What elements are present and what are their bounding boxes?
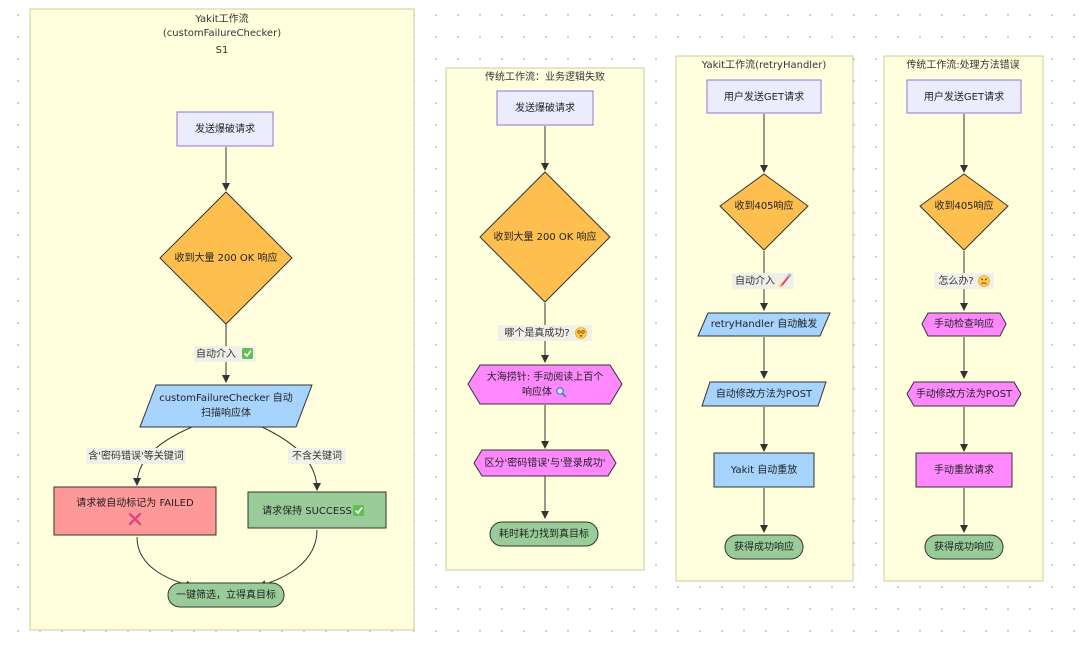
node-auto-modify-post: 自动修改方法为POST xyxy=(701,381,827,407)
svg-text:响应体: 响应体 xyxy=(522,385,552,398)
svg-text:Yakit 自动重放: Yakit 自动重放 xyxy=(730,463,798,476)
svg-text:耗时耗力找到真目标: 耗时耗力找到真目标 xyxy=(499,527,589,540)
svg-text:大海捞针: 手动阅读上百个: 大海捞针: 手动阅读上百个 xyxy=(487,370,604,383)
svg-text:customFailureChecker 自动: customFailureChecker 自动 xyxy=(159,391,293,404)
dizzy-face-icon xyxy=(575,327,587,339)
svg-text:哪个是真成功?: 哪个是真成功? xyxy=(504,326,569,339)
svg-text:获得成功响应: 获得成功响应 xyxy=(934,540,994,553)
svg-text:手动检查响应: 手动检查响应 xyxy=(934,317,994,330)
node-send-brute-request: 发送爆破请求 xyxy=(176,111,274,147)
cross-icon xyxy=(128,512,142,526)
cluster-traditional-method-error: 传统工作流:处理方法错误 用户发送GET请求 收到405响应 怎么办? xyxy=(883,55,1044,582)
svg-text:收到405响应: 收到405响应 xyxy=(934,199,993,212)
svg-text:手动修改方法为POST: 手动修改方法为POST xyxy=(916,387,1013,400)
edge-label-which-is-real: 哪个是真成功? xyxy=(498,325,592,341)
cluster-title: Yakit工作流(retryHandler) xyxy=(701,58,827,71)
node-receive-405: 收到405响应 xyxy=(719,173,809,251)
svg-text:发送爆破请求: 发送爆破请求 xyxy=(515,101,575,114)
node-auto-scan-response: customFailureChecker 自动 扫描响应体 xyxy=(139,384,313,428)
node-receive-405: 收到405响应 xyxy=(919,173,1009,251)
node-retry-handler-trigger: retryHandler 自动触发 xyxy=(697,312,831,337)
node-yakit-auto-replay: Yakit 自动重放 xyxy=(713,452,815,488)
svg-text:含'密码错误'等关键词: 含'密码错误'等关键词 xyxy=(88,449,184,462)
svg-text:一键筛选，立得真目标: 一键筛选，立得真目标 xyxy=(176,588,276,601)
node-one-click-filter: 一键筛选，立得真目标 xyxy=(167,582,285,608)
edge-label-auto-intervene: 自动介入 xyxy=(194,346,256,362)
svg-text:收到大量 200 OK 响应: 收到大量 200 OK 响应 xyxy=(174,251,277,264)
check-icon xyxy=(242,348,253,359)
node-distinguish-errors: 区分'密码错误'与'登录成功' xyxy=(473,449,617,477)
cluster-title: 传统工作流:处理方法错误 xyxy=(906,58,1019,71)
svg-text:怎么办?: 怎么办? xyxy=(938,274,973,287)
cluster-title-line1: Yakit工作流 xyxy=(194,12,248,25)
svg-text:retryHandler 自动触发: retryHandler 自动触发 xyxy=(711,317,818,330)
cluster-traditional-business-failure: 传统工作流：业务逻辑失败 发送爆破请求 收到大量 200 OK 响应 哪个是真成… xyxy=(445,67,645,571)
svg-text:收到大量 200 OK 响应: 收到大量 200 OK 响应 xyxy=(493,230,596,243)
svg-text:发送爆破请求: 发送爆破请求 xyxy=(195,122,255,135)
edge-label-what-to-do: 怎么办? xyxy=(934,273,994,289)
node-manual-check-response: 手动检查响应 xyxy=(921,312,1007,337)
cluster-title: 传统工作流：业务逻辑失败 xyxy=(485,70,605,83)
svg-text:手动重放请求: 手动重放请求 xyxy=(934,463,994,476)
svg-text:扫描响应体: 扫描响应体 xyxy=(201,406,251,419)
cluster-yakit-custom-failure-checker: Yakit工作流 (customFailureChecker) S1 发送爆破请… xyxy=(29,8,415,631)
node-manual-replay-request: 手动重放请求 xyxy=(915,452,1013,488)
node-get-success-response: 获得成功响应 xyxy=(924,534,1004,560)
cluster-title-line2: (customFailureChecker) xyxy=(163,28,281,39)
edge-label-contains-keyword: 含'密码错误'等关键词 xyxy=(86,448,186,464)
cluster-title-line3: S1 xyxy=(216,45,229,56)
magnifier-icon xyxy=(556,387,567,398)
node-send-brute-request: 发送爆破请求 xyxy=(496,90,594,126)
svg-text:获得成功响应: 获得成功响应 xyxy=(734,540,794,553)
svg-text:自动介入: 自动介入 xyxy=(735,274,775,287)
cluster-yakit-retry-handler: Yakit工作流(retryHandler) 用户发送GET请求 收到405响应… xyxy=(675,55,854,582)
svg-text:收到405响应: 收到405响应 xyxy=(734,199,793,212)
node-get-success-response: 获得成功响应 xyxy=(724,534,804,560)
node-receive-200-ok: 收到大量 200 OK 响应 xyxy=(159,191,293,325)
node-send-get-request: 用户发送GET请求 xyxy=(706,79,822,114)
svg-text:用户发送GET请求: 用户发送GET请求 xyxy=(924,90,1004,103)
svg-text:用户发送GET请求: 用户发送GET请求 xyxy=(724,90,804,103)
svg-text:自动修改方法为POST: 自动修改方法为POST xyxy=(716,387,813,400)
node-receive-200-ok: 收到大量 200 OK 响应 xyxy=(479,171,611,303)
svg-text:请求保持 SUCCESS: 请求保持 SUCCESS xyxy=(262,504,352,517)
thinking-face-icon xyxy=(978,275,990,287)
svg-text:请求被自动标记为 FAILED: 请求被自动标记为 FAILED xyxy=(76,496,194,509)
node-send-get-request: 用户发送GET请求 xyxy=(906,79,1022,114)
node-marked-failed: 请求被自动标记为 FAILED xyxy=(53,486,217,536)
edge-label-auto-intervene: 自动介入 xyxy=(732,273,794,289)
svg-text:不含关键词: 不含关键词 xyxy=(292,449,342,462)
node-manual-read-responses: 大海捞针: 手动阅读上百个 响应体 xyxy=(467,364,623,405)
node-found-target-slowly: 耗时耗力找到真目标 xyxy=(489,521,599,547)
node-manual-modify-post: 手动修改方法为POST xyxy=(906,381,1022,407)
edge-label-no-keyword: 不含关键词 xyxy=(288,448,346,464)
rocket-icon xyxy=(779,273,792,287)
svg-text:自动介入: 自动介入 xyxy=(196,347,236,360)
check-icon xyxy=(353,505,364,516)
svg-text:区分'密码错误'与'登录成功': 区分'密码错误'与'登录成功' xyxy=(485,456,606,469)
node-keep-success: 请求保持 SUCCESS xyxy=(247,491,387,529)
